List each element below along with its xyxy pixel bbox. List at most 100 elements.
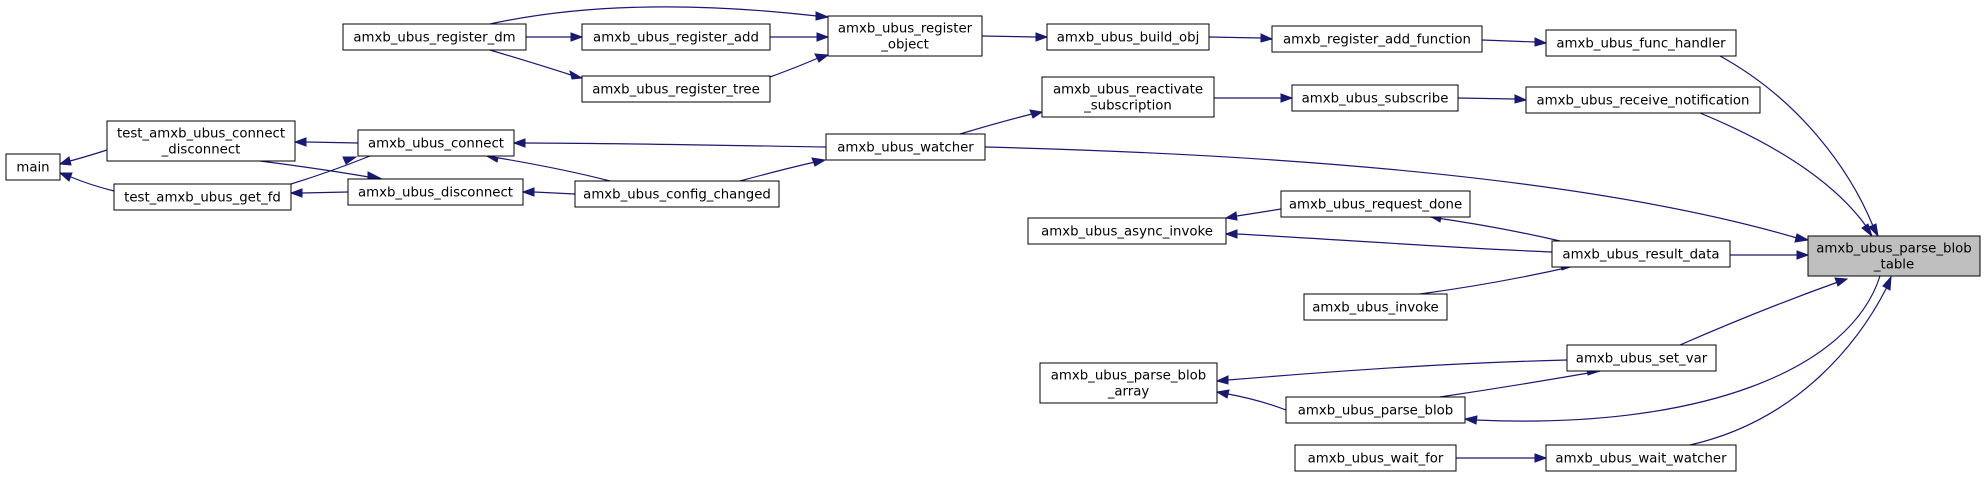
edge-line xyxy=(1457,97,1516,100)
edge-arrowhead xyxy=(1514,94,1528,104)
node-main[interactable]: main xyxy=(5,153,61,181)
node-subscribe[interactable]: amxb_ubus_subscribe xyxy=(1291,84,1459,112)
node-request-done[interactable]: amxb_ubus_request_done xyxy=(1280,190,1471,218)
node-label: amxb_ubus_watcher xyxy=(837,141,974,156)
edge-register_dm-to-register_object xyxy=(489,6,830,25)
edge-line xyxy=(1208,36,1262,39)
node-wait-for[interactable]: amxb_ubus_wait_for xyxy=(1294,444,1457,472)
edge-line xyxy=(301,191,349,194)
edge-set_var-to-parse_blob xyxy=(1439,367,1602,398)
node-disconnect[interactable]: amxb_ubus_disconnect xyxy=(347,178,524,206)
edge-set_var-to-parse_blob_table xyxy=(1679,277,1849,346)
edge-receive_notification-to-parse_blob_table xyxy=(1699,112,1874,238)
node-label: amxb_ubus_receive_notification xyxy=(1537,94,1750,109)
node-parse-blob-array[interactable]: amxb_ubus_parse_blob_array xyxy=(1039,362,1218,404)
edge-config_changed-to-watcher xyxy=(739,157,827,182)
edge-line xyxy=(70,176,115,192)
edge-arrowhead xyxy=(1534,453,1548,463)
node-connect[interactable]: amxb_ubus_connect xyxy=(357,129,515,157)
edge-arrowhead xyxy=(1035,32,1049,42)
edge-arrowhead xyxy=(1280,93,1294,103)
node-box xyxy=(581,75,771,103)
edge-connect-to-test_connect_disconnect xyxy=(293,137,359,147)
edge-line xyxy=(489,6,818,25)
node-wait-watcher[interactable]: amxb_ubus_wait_watcher xyxy=(1545,444,1737,472)
node-label: amxb_ubus_reactivate xyxy=(1053,83,1203,98)
node-func-handler[interactable]: amxb_ubus_func_handler xyxy=(1545,29,1737,57)
edge-line xyxy=(1699,112,1867,227)
node-label: main xyxy=(16,161,49,176)
node-label: _table xyxy=(1873,258,1914,273)
edge-arrowhead xyxy=(1215,375,1229,385)
edge-line xyxy=(486,155,611,182)
node-watcher[interactable]: amxb_ubus_watcher xyxy=(825,133,986,161)
edge-line xyxy=(1429,216,1561,242)
node-label: amxb_ubus_register_add xyxy=(593,31,759,46)
edge-arrowhead xyxy=(1534,37,1548,47)
edge-line xyxy=(489,49,572,76)
edge-line xyxy=(959,113,1033,135)
edge-result_data-to-request_done xyxy=(1427,214,1561,242)
node-box xyxy=(347,178,524,206)
edge-config_changed-to-connect xyxy=(484,154,611,182)
edge-parse_blob-to-parse_blob_array xyxy=(1215,389,1287,411)
node-box xyxy=(1039,362,1218,404)
node-register-add[interactable]: amxb_ubus_register_add xyxy=(581,23,771,51)
edge-line xyxy=(1236,208,1282,217)
edge-arrowhead xyxy=(521,187,535,197)
edge-arrowhead xyxy=(1834,277,1849,287)
node-test-get-fd[interactable]: test_amxb_ubus_get_fd xyxy=(113,183,292,211)
edge-line xyxy=(984,146,1798,239)
edge-arrowhead xyxy=(1463,415,1478,425)
node-receive-notification[interactable]: amxb_ubus_receive_notification xyxy=(1525,86,1761,114)
node-box xyxy=(581,23,771,51)
edge-test_get_fd-to-main xyxy=(58,172,115,192)
edge-line xyxy=(533,191,576,195)
node-result-data[interactable]: amxb_ubus_result_data xyxy=(1551,240,1731,268)
node-set-var[interactable]: amxb_ubus_set_var xyxy=(1566,344,1717,372)
node-label: amxb_ubus_parse_blob xyxy=(1051,369,1206,384)
edge-reactivate_subscription-to-subscribe xyxy=(1214,93,1294,103)
node-register-dm[interactable]: amxb_ubus_register_dm xyxy=(342,23,527,51)
edge-watcher-to-connect xyxy=(512,138,827,148)
edge-arrowhead xyxy=(512,138,526,148)
edge-disconnect-to-test_connect_disconnect xyxy=(259,160,384,181)
node-config-changed[interactable]: amxb_ubus_config_changed xyxy=(574,180,780,208)
node-parse-blob-table[interactable]: amxb_ubus_parse_blob_table xyxy=(1807,235,1981,277)
edge-result_data-to-async_invoke xyxy=(1224,229,1553,253)
node-async-invoke[interactable]: amxb_ubus_async_invoke xyxy=(1027,217,1227,245)
node-build-obj[interactable]: amxb_ubus_build_obj xyxy=(1046,23,1210,51)
edge-line xyxy=(1475,275,1881,422)
edge-arrowhead xyxy=(58,172,73,182)
node-reactivate-subscription[interactable]: amxb_ubus_reactivate_subscription xyxy=(1041,76,1215,118)
node-box xyxy=(1046,23,1210,51)
node-box xyxy=(1271,25,1483,53)
node-label: _subscription xyxy=(1083,99,1172,114)
edge-wait_for-to-wait_watcher xyxy=(1456,453,1548,463)
node-register-tree[interactable]: amxb_ubus_register_tree xyxy=(581,75,771,103)
node-label: _disconnect xyxy=(161,143,241,158)
edge-arrowhead xyxy=(814,53,830,63)
node-label: amxb_register_add_function xyxy=(1283,33,1471,48)
node-test-connect-disconnect[interactable]: test_amxb_ubus_connect_disconnect xyxy=(106,120,296,162)
node-box xyxy=(1041,76,1215,118)
edge-disconnect-to-test_get_fd xyxy=(289,188,349,198)
edge-arrowhead xyxy=(342,156,358,165)
edge-arrowhead xyxy=(1260,33,1274,43)
node-box xyxy=(1551,240,1731,268)
node-label: test_amxb_ubus_connect xyxy=(117,127,285,142)
edge-set_var-to-parse_blob_array xyxy=(1215,359,1568,385)
node-box xyxy=(1280,190,1471,218)
node-register-object[interactable]: amxb_ubus_register_object xyxy=(827,15,983,57)
node-invoke[interactable]: amxb_ubus_invoke xyxy=(1303,293,1448,321)
edge-config_changed-to-disconnect xyxy=(521,187,576,197)
node-label: amxb_ubus_wait_for xyxy=(1308,452,1444,467)
edge-line xyxy=(1439,370,1601,398)
edge-subscribe-to-receive_notification xyxy=(1457,94,1528,104)
edge-result_data-to-parse_blob_table xyxy=(1730,250,1810,260)
node-register-add-function[interactable]: amxb_register_add_function xyxy=(1271,25,1483,53)
node-parse-blob[interactable]: amxb_ubus_parse_blob xyxy=(1285,396,1466,424)
node-label: _array xyxy=(1107,385,1150,400)
edge-build_obj-to-register_add_function xyxy=(1208,33,1274,43)
